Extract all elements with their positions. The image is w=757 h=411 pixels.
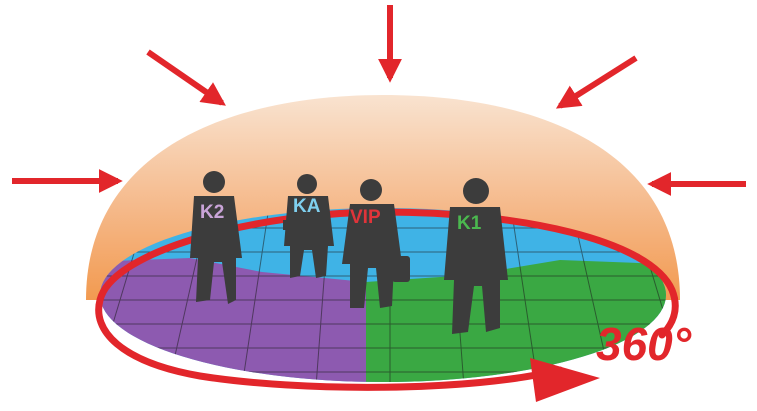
arrow-icon: [560, 58, 636, 106]
label-360-degrees: 360°: [596, 318, 692, 370]
person-icon: [463, 178, 489, 204]
briefcase-icon: [283, 220, 291, 230]
ring-arrow-icon: [530, 358, 600, 402]
label-vip: VIP: [350, 207, 381, 228]
label-ka: KA: [293, 196, 321, 217]
label-k1: K1: [457, 213, 482, 234]
label-k2: K2: [200, 202, 224, 223]
arrow-icon: [148, 52, 222, 103]
briefcase-icon: [392, 256, 410, 282]
person-icon: [360, 179, 382, 201]
person-icon: [297, 174, 317, 194]
person-icon: [203, 171, 225, 193]
